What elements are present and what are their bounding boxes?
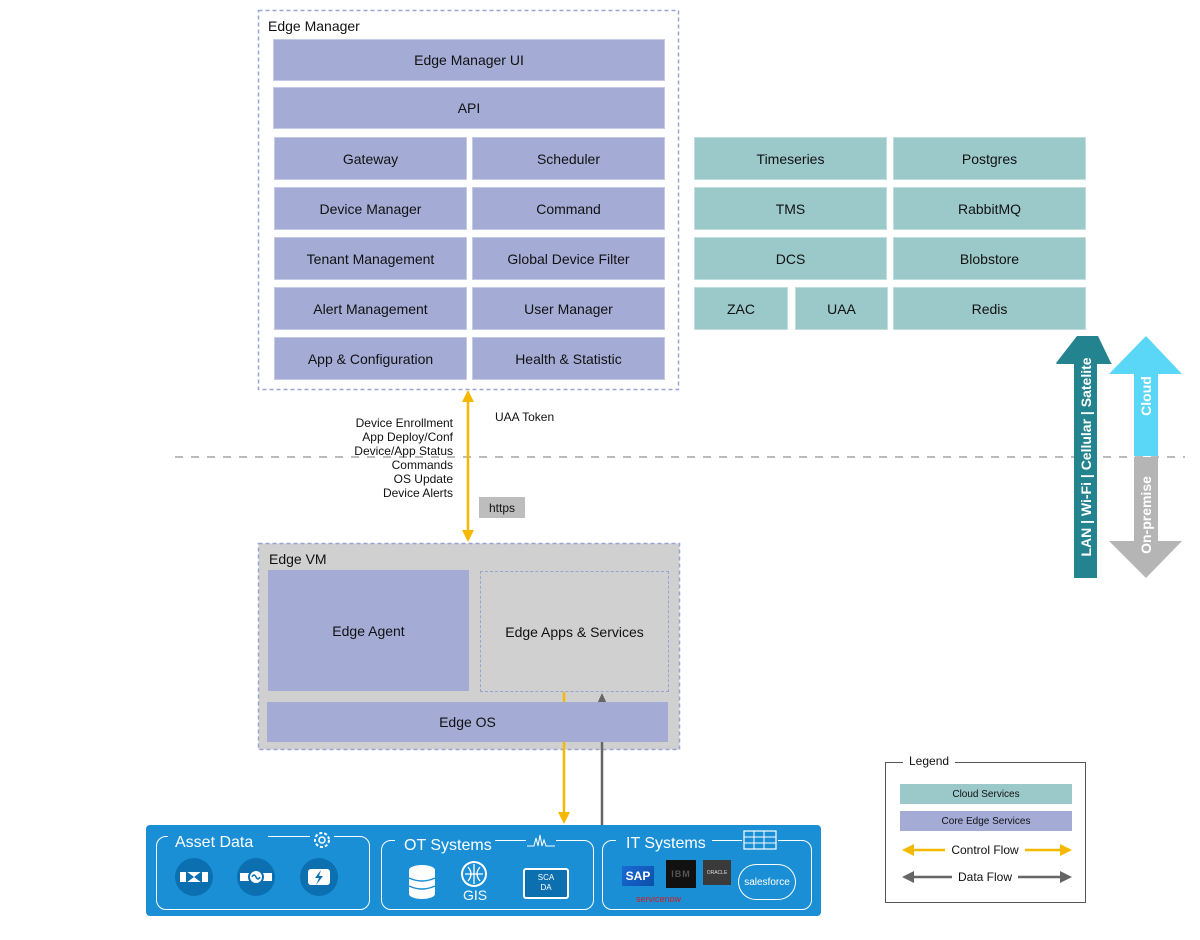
dcs-box: DCS xyxy=(694,237,887,280)
network-arrow xyxy=(1056,336,1113,578)
on-premise-label: On-premise xyxy=(1138,476,1154,554)
postgres-box: Postgres xyxy=(893,137,1086,180)
edge-manager-ui-box: Edge Manager UI xyxy=(273,39,665,81)
control-flow-label: OS Update xyxy=(393,472,453,486)
scheduler-box: Scheduler xyxy=(472,137,665,180)
control-flow-arrow xyxy=(462,390,474,542)
legend-title: Legend xyxy=(903,754,956,768)
command-box: Command xyxy=(472,187,665,230)
scada-icon: SCA DA xyxy=(523,868,569,899)
gateway-box: Gateway xyxy=(274,137,467,180)
scada-line1: SCA xyxy=(537,873,555,882)
user-manager-box: User Manager xyxy=(472,287,665,330)
blobstore-box: Blobstore xyxy=(893,237,1086,280)
timeseries-box: Timeseries xyxy=(694,137,887,180)
tms-box: TMS xyxy=(694,187,887,230)
health-statistic-box: Health & Statistic xyxy=(472,337,665,380)
legend-core-edge-services: Core Edge Services xyxy=(900,811,1072,831)
legend-box xyxy=(884,761,1086,903)
control-flow-label: Device Enrollment xyxy=(355,416,453,430)
redis-box: Redis xyxy=(893,287,1086,330)
asset-data-title: Asset Data xyxy=(175,834,254,851)
database-icon xyxy=(408,865,436,899)
control-flow-label: Commands xyxy=(391,458,453,472)
edge-apps-services-box: Edge Apps & Services xyxy=(480,571,669,692)
scada-line2: DA xyxy=(540,883,552,892)
power-icon xyxy=(300,858,338,896)
rabbitmq-box: RabbitMQ xyxy=(893,187,1086,230)
it-systems-title: IT Systems xyxy=(626,835,706,852)
edge-vm-title: Edge VM xyxy=(269,551,327,567)
wave-icon xyxy=(526,832,556,848)
global-device-filter-box: Global Device Filter xyxy=(472,237,665,280)
salesforce-logo: salesforce xyxy=(739,865,795,899)
on-premise-arrow xyxy=(1109,457,1182,578)
uaa-token-label: UAA Token xyxy=(495,410,555,424)
edge-manager-frame xyxy=(257,9,680,391)
valve-icon xyxy=(175,858,213,896)
salesforce-cloud-logo: salesforce xyxy=(738,864,796,900)
oracle-logo: ORACLE xyxy=(703,860,731,885)
globe-icon xyxy=(461,861,487,887)
server-rack-icon xyxy=(742,829,778,851)
control-flow-label: Device/App Status xyxy=(354,444,453,458)
legend-cloud-services: Cloud Services xyxy=(900,784,1072,804)
zac-box: ZAC xyxy=(694,287,788,330)
legend-data-flow-label: Data Flow xyxy=(952,870,1018,884)
gear-icon xyxy=(310,828,334,852)
gis-label: GIS xyxy=(463,887,488,903)
ot-systems-title: OT Systems xyxy=(404,837,492,854)
legend-control-flow-label: Control Flow xyxy=(945,843,1025,857)
edge-os-box: Edge OS xyxy=(267,702,668,742)
tenant-management-box: Tenant Management xyxy=(274,237,467,280)
control-flow-label: Device Alerts xyxy=(382,486,453,500)
network-label: LAN | Wi-Fi | Cellular | Satelite xyxy=(1078,357,1094,557)
control-flow-label: App Deploy/Conf xyxy=(362,430,453,444)
control-flow-labels: Device Enrollment App Deploy/Conf Device… xyxy=(330,416,453,500)
cloud-label: Cloud xyxy=(1138,376,1154,416)
sap-logo: SAP xyxy=(622,866,654,886)
uaa-box: UAA xyxy=(795,287,888,330)
alert-management-box: Alert Management xyxy=(274,287,467,330)
cloud-arrow xyxy=(1109,336,1182,456)
ibm-logo: IBM xyxy=(666,860,696,888)
device-manager-box: Device Manager xyxy=(274,187,467,230)
https-badge: https xyxy=(479,497,525,518)
edge-manager-title: Edge Manager xyxy=(268,18,360,34)
pump-icon xyxy=(237,858,275,896)
app-configuration-box: App & Configuration xyxy=(274,337,467,380)
servicenow-logo: servicenow xyxy=(636,894,682,904)
edge-agent-box: Edge Agent xyxy=(268,570,469,691)
api-box: API xyxy=(273,87,665,129)
